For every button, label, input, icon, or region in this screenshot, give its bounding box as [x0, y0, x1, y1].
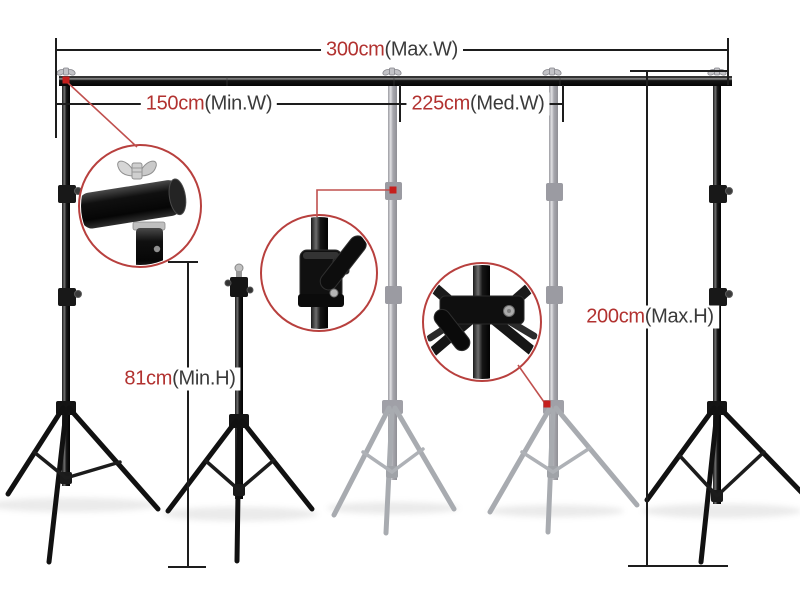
wingnut-detail-icon [117, 160, 157, 180]
backdrop-stand-mid-ghost [331, 84, 457, 536]
wingnut-icon [542, 67, 562, 76]
hub-knob-icon [433, 308, 471, 352]
pointer-line-2 [316, 189, 390, 217]
wingnut-icon [707, 67, 727, 76]
tripod-legs [644, 405, 800, 565]
dim-label-min-width: 150cm(Min.W) [140, 92, 278, 116]
stand-top-spigot [234, 263, 244, 273]
callout-pointer-lines [66, 81, 545, 403]
stand-pole [388, 84, 397, 480]
dim-suffix: (Max.H) [644, 305, 714, 328]
dim-value: 300cm [326, 38, 385, 61]
pole-clamp [709, 185, 733, 306]
dim-label-min-height: 81cm(Min.H) [119, 367, 241, 391]
crossbar-wingnut-bolts [56, 67, 727, 76]
dim-label-max-width: 300cm(Max.W) [321, 38, 463, 62]
callout-crossbar-wingnut-connector [78, 144, 202, 268]
dim-value: 81cm [124, 367, 173, 390]
pole-clamp [546, 183, 563, 304]
stand-pole [549, 84, 558, 480]
spigot-stem [236, 271, 242, 278]
wingnut-icon [382, 67, 402, 76]
marker-dot-crossbar-end [62, 76, 70, 84]
stand-pole [235, 297, 243, 499]
dim-value: 150cm [145, 92, 205, 115]
leg-braces [520, 446, 592, 474]
crossbar [59, 76, 732, 86]
tripod-legs [5, 405, 161, 565]
backdrop-stand-right [644, 84, 800, 565]
pointer-line-3 [517, 364, 545, 403]
leg-braces [361, 447, 425, 474]
red-marker-dots [62, 76, 551, 408]
backdrop-stand-med-ghost [487, 84, 640, 535]
callout-tripod-hub-knob [422, 262, 542, 382]
floor-shadows [0, 498, 800, 521]
leg-braces [204, 458, 276, 492]
dim-suffix: (Min.H) [172, 367, 236, 390]
dim-suffix: (Med.W) [469, 92, 545, 115]
dim-label-max-height: 200cm(Max.H) [581, 305, 719, 329]
dim-value: 225cm [411, 92, 470, 115]
pointer-line-1 [66, 81, 138, 148]
stand-pole [62, 84, 70, 486]
marker-dot-pole-clamp [389, 186, 397, 194]
marker-dot-tripod-hub [543, 400, 551, 408]
callout-pole-lock-lever [260, 214, 378, 332]
pole-clamp [224, 277, 254, 297]
wingnut-icon [56, 67, 76, 76]
leg-braces [32, 450, 122, 480]
dim-suffix: (Min.W) [204, 92, 273, 115]
dim-suffix: (Max.W) [384, 38, 459, 61]
dim-value: 200cm [586, 305, 645, 328]
dim-label-med-width: 225cm(Med.W) [406, 92, 550, 116]
leg-braces [678, 450, 766, 498]
light-stand-min-height [165, 263, 315, 564]
